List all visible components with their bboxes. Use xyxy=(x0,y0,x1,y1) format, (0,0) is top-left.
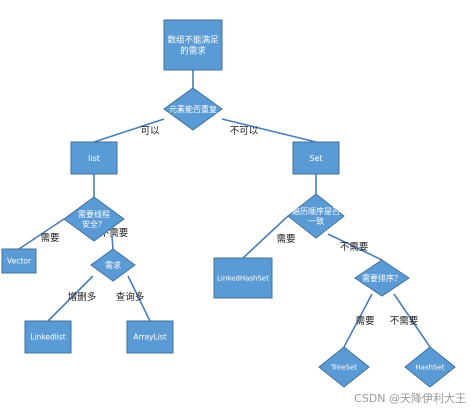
node-arraylist: ArrayList xyxy=(126,320,174,354)
node-traversal-order: 遍历顺序是否一致 xyxy=(287,193,345,239)
edge-label-trav-sort: 不需要 xyxy=(340,242,369,253)
edge-label-thread-req: 不需要 xyxy=(100,228,129,239)
edge-req-linked xyxy=(47,275,94,322)
node-shape-root xyxy=(163,19,223,71)
node-label-linkedlist: Linkedlist xyxy=(30,333,66,342)
node-shape-linkedlist xyxy=(24,320,72,354)
edge-label-repeat-set: 不可以 xyxy=(230,126,259,137)
node-shape-list xyxy=(70,141,118,175)
node-label-thread-safe: 需要线程安全？ xyxy=(78,209,110,229)
node-shape-set xyxy=(292,141,340,175)
node-repeat: 元素能否重复 xyxy=(163,87,223,131)
edge-label-thread-vector: 需要 xyxy=(40,233,59,244)
edge-sort-tree xyxy=(343,293,373,348)
edge-trav-sort xyxy=(327,233,383,261)
csdn-watermark: CSDN @天降伊利大王 xyxy=(354,392,466,405)
edge-sort-hash xyxy=(393,293,431,348)
node-shape-thread-safe xyxy=(63,196,125,242)
node-label-root: 数组不能满足的需求 xyxy=(167,35,219,57)
node-label-linkedhashset: LinkedHashSet xyxy=(217,274,269,282)
node-set: Set xyxy=(292,141,340,175)
node-shape-hashset xyxy=(404,346,456,388)
edge-repeat-set xyxy=(221,118,317,143)
edge-label-req-linked: 增删多 xyxy=(68,291,97,303)
node-label-arraylist: ArrayList xyxy=(133,333,166,342)
edge-trav-lhs xyxy=(242,215,289,259)
node-shape-arraylist xyxy=(126,320,174,354)
edge-repeat-list xyxy=(93,118,165,143)
node-shape-treeset xyxy=(318,346,370,388)
node-label-set: Set xyxy=(309,154,322,163)
edge-thread-vector xyxy=(18,218,65,250)
node-linkedlist: Linkedlist xyxy=(24,320,72,354)
edges-layer: 可以不可以需要不需要增删多查询多需要不需要需要不需要 xyxy=(18,70,431,348)
node-shape-repeat xyxy=(163,87,223,131)
node-thread-safe: 需要线程安全？ xyxy=(63,196,125,242)
edge-label-repeat-list: 可以 xyxy=(140,126,160,137)
node-label-need-sort: 需要排序？ xyxy=(362,273,402,283)
node-shape-linkedhashset xyxy=(213,257,273,299)
node-shape-vector xyxy=(1,248,37,274)
node-label-treeset: TreeSet xyxy=(330,363,357,371)
node-shape-need-sort xyxy=(354,259,410,297)
edge-label-req-array: 查询多 xyxy=(116,291,145,303)
node-root: 数组不能满足的需求 xyxy=(163,19,223,71)
node-label-repeat: 元素能否重复 xyxy=(169,104,217,114)
node-treeset: TreeSet xyxy=(318,346,370,388)
node-label-hashset: HashSet xyxy=(415,363,444,371)
edge-label-sort-tree: 需要 xyxy=(355,316,374,327)
edge-thread-req xyxy=(111,235,114,250)
edge-req-array xyxy=(127,275,151,322)
node-shape-traversal-order xyxy=(287,193,345,239)
node-vector: Vector xyxy=(1,248,37,274)
node-label-list: list xyxy=(88,154,100,163)
node-label-traversal-order: 遍历顺序是否一致 xyxy=(292,206,340,226)
node-shape-requirement xyxy=(90,248,136,282)
node-need-sort: 需要排序？ xyxy=(354,259,410,297)
node-linkedhashset: LinkedHashSet xyxy=(213,257,273,299)
node-label-vector: Vector xyxy=(7,257,32,266)
node-requirement: 需求 xyxy=(90,248,136,282)
edge-label-trav-lhs: 需要 xyxy=(276,234,295,245)
node-hashset: HashSet xyxy=(404,346,456,388)
node-label-requirement: 需求 xyxy=(105,260,121,270)
edge-label-sort-hash: 不需要 xyxy=(390,316,419,327)
node-list: list xyxy=(70,141,118,175)
